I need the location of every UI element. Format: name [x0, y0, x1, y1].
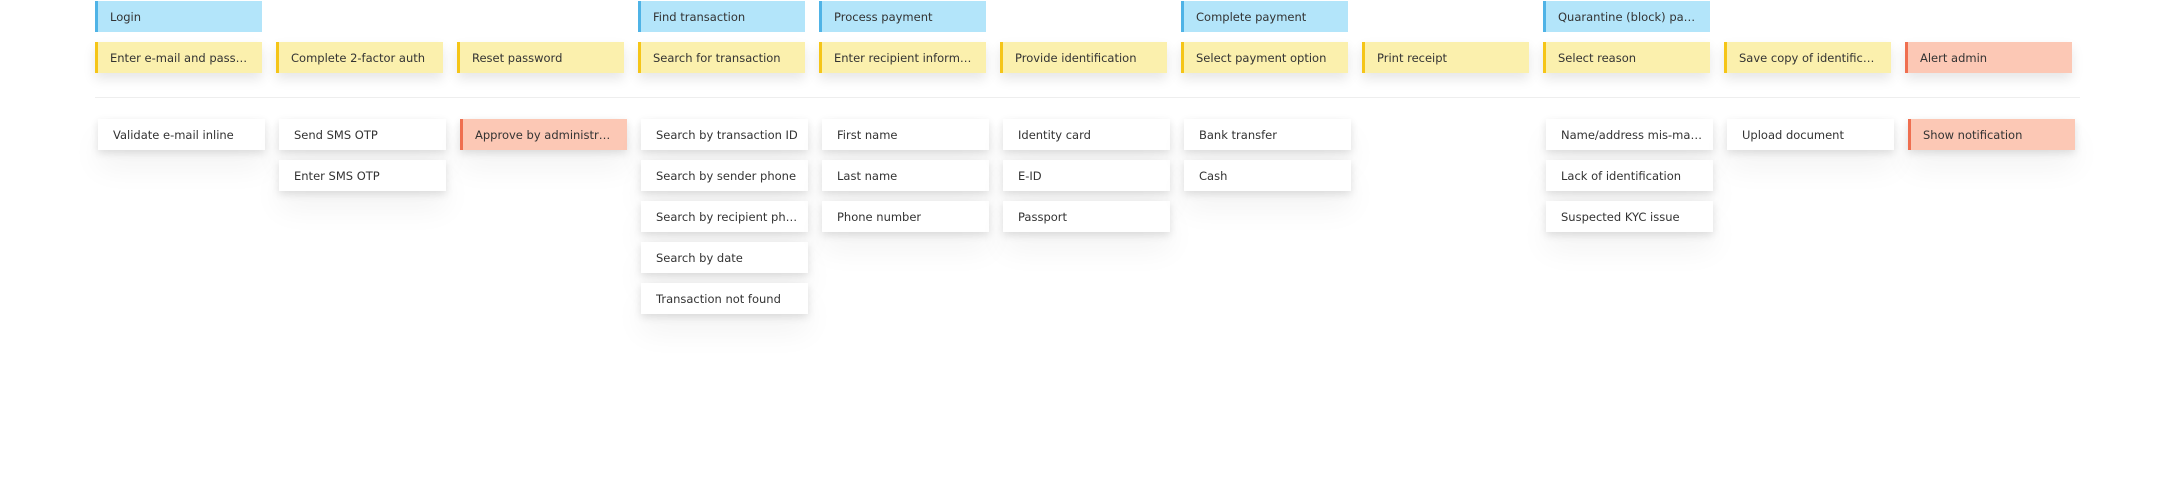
- card-label: Upload document: [1742, 127, 1844, 142]
- story-card[interactable]: Search by transaction ID: [641, 119, 808, 150]
- card-label: Quarantine (block) payment: [1558, 9, 1700, 24]
- card-label: Reset password: [472, 50, 563, 65]
- activity-card[interactable]: Print receipt: [1362, 42, 1529, 73]
- story-card[interactable]: Transaction not found: [641, 283, 808, 314]
- card-label: Name/address mis-match: [1561, 127, 1703, 142]
- card-label: Validate e-mail inline: [113, 127, 234, 142]
- story-card[interactable]: Name/address mis-match: [1546, 119, 1713, 150]
- activity-card[interactable]: Search for transaction: [638, 42, 805, 73]
- epic-card[interactable]: Process payment: [819, 1, 986, 32]
- activity-card[interactable]: Select reason: [1543, 42, 1710, 73]
- story-card[interactable]: Enter SMS OTP: [279, 160, 446, 191]
- story-card[interactable]: E-ID: [1003, 160, 1170, 191]
- card-label: Passport: [1018, 209, 1068, 224]
- card-label: Provide identification: [1015, 50, 1137, 65]
- card-label: Select reason: [1558, 50, 1637, 65]
- card-label: Search by sender phone: [656, 168, 797, 183]
- story-card[interactable]: Search by date: [641, 242, 808, 273]
- card-label: Search by transaction ID: [656, 127, 798, 142]
- epic-card[interactable]: Find transaction: [638, 1, 805, 32]
- epic-card[interactable]: Quarantine (block) payment: [1543, 1, 1710, 32]
- card-label: Find transaction: [653, 9, 746, 24]
- card-label: Print receipt: [1377, 50, 1448, 65]
- card-label: Select payment option: [1196, 50, 1327, 65]
- card-label: Complete 2-factor auth: [291, 50, 426, 65]
- epic-card[interactable]: Login: [95, 1, 262, 32]
- activity-card[interactable]: Save copy of identification: [1724, 42, 1891, 73]
- story-card[interactable]: Passport: [1003, 201, 1170, 232]
- story-card[interactable]: Search by recipient phone: [641, 201, 808, 232]
- card-label: Bank transfer: [1199, 127, 1277, 142]
- activity-card[interactable]: Provide identification: [1000, 42, 1167, 73]
- activity-card[interactable]: Select payment option: [1181, 42, 1348, 73]
- card-label: Search for transaction: [653, 50, 781, 65]
- activity-card[interactable]: Enter recipient information: [819, 42, 986, 73]
- card-label: Cash: [1199, 168, 1228, 183]
- card-label: Show notification: [1923, 127, 2023, 142]
- story-card[interactable]: Upload document: [1727, 119, 1894, 150]
- card-label: Process payment: [834, 9, 933, 24]
- story-card[interactable]: Suspected KYC issue: [1546, 201, 1713, 232]
- card-label: Save copy of identification: [1739, 50, 1881, 65]
- story-card[interactable]: First name: [822, 119, 989, 150]
- card-label: Identity card: [1018, 127, 1091, 142]
- card-label: Last name: [837, 168, 898, 183]
- card-label: E-ID: [1018, 168, 1042, 183]
- card-label: Enter e-mail and password: [110, 50, 252, 65]
- story-card[interactable]: Last name: [822, 160, 989, 191]
- card-label: Transaction not found: [656, 291, 781, 306]
- activity-card[interactable]: Reset password: [457, 42, 624, 73]
- activity-card[interactable]: Enter e-mail and password: [95, 42, 262, 73]
- card-label: Phone number: [837, 209, 922, 224]
- card-label: Search by date: [656, 250, 743, 265]
- story-card[interactable]: Lack of identification: [1546, 160, 1713, 191]
- epic-card[interactable]: Complete payment: [1181, 1, 1348, 32]
- card-label: Send SMS OTP: [294, 127, 378, 142]
- card-label: Suspected KYC issue: [1561, 209, 1680, 224]
- activity-card[interactable]: Alert admin: [1905, 42, 2072, 73]
- card-label: Approve by administrator: [475, 127, 617, 142]
- story-card[interactable]: Identity card: [1003, 119, 1170, 150]
- story-card[interactable]: Bank transfer: [1184, 119, 1351, 150]
- card-label: Enter recipient information: [834, 50, 976, 65]
- story-card[interactable]: Validate e-mail inline: [98, 119, 265, 150]
- card-label: Search by recipient phone: [656, 209, 798, 224]
- story-card[interactable]: Cash: [1184, 160, 1351, 191]
- card-label: Login: [110, 9, 142, 24]
- story-card[interactable]: Show notification: [1908, 119, 2075, 150]
- story-card[interactable]: Approve by administrator: [460, 119, 627, 150]
- story-card[interactable]: Search by sender phone: [641, 160, 808, 191]
- card-label: First name: [837, 127, 898, 142]
- card-label: Enter SMS OTP: [294, 168, 380, 183]
- card-label: Lack of identification: [1561, 168, 1682, 183]
- story-card[interactable]: Send SMS OTP: [279, 119, 446, 150]
- card-label: Complete payment: [1196, 9, 1307, 24]
- release-divider: [95, 97, 2080, 98]
- activity-card[interactable]: Complete 2-factor auth: [276, 42, 443, 73]
- card-label: Alert admin: [1920, 50, 1988, 65]
- story-card[interactable]: Phone number: [822, 201, 989, 232]
